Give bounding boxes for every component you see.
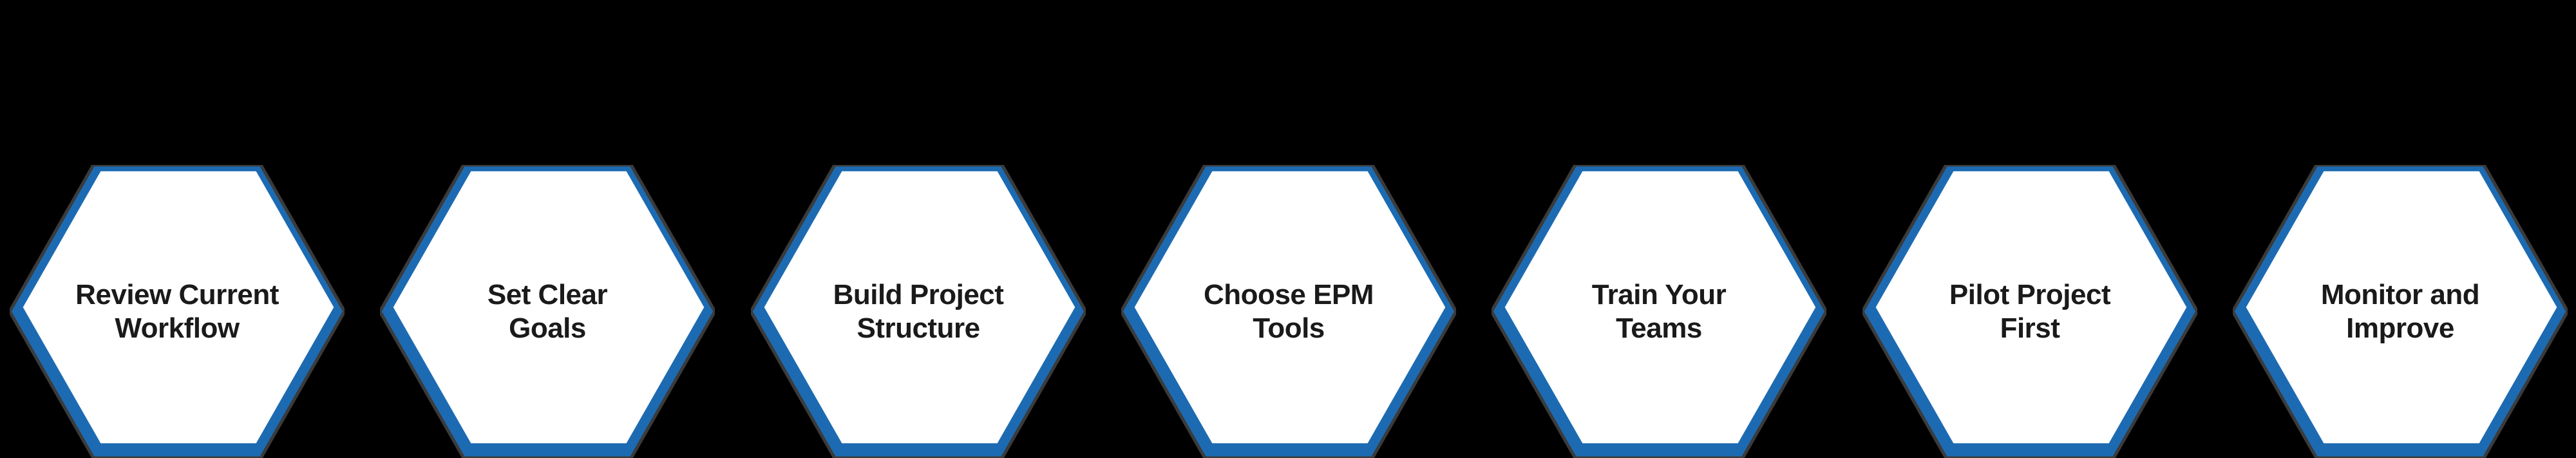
hexagon-step-2: Set Clear Goals (380, 165, 715, 458)
step-label-line: Workflow (115, 312, 240, 344)
step-label: Review Current Workflow (10, 165, 345, 458)
step-label-line: Teams (1616, 312, 1702, 344)
step-label-line: Structure (857, 312, 980, 344)
hexagon-step-7: Monitor and Improve (2233, 165, 2568, 458)
step-label-line: Pilot Project (1949, 278, 2111, 310)
step-label-line: Goals (509, 312, 586, 344)
step-label: Monitor and Improve (2233, 165, 2568, 458)
step-label-line: Tools (1253, 312, 1325, 344)
step-label-line: Review Current (75, 278, 279, 310)
hexagon-step-3: Build Project Structure (751, 165, 1086, 458)
hexagon-step-6: Pilot Project First (1862, 165, 2197, 458)
step-label-line: Build Project (833, 278, 1004, 310)
hexagon-shape (1492, 165, 1826, 458)
step-label-line: Choose EPM (1204, 278, 1374, 310)
hexagon-shape (1862, 165, 2197, 458)
step-label-line: First (2000, 312, 2060, 344)
step-label: Set Clear Goals (380, 165, 715, 458)
hexagon-step-1: Review Current Workflow (10, 165, 345, 458)
step-label-line: Train Your (1591, 278, 1727, 310)
hexagon-shape (380, 165, 715, 458)
hexagon-shape (2233, 165, 2568, 458)
step-label-line: Monitor and (2320, 278, 2480, 310)
hexagon-shape (1121, 165, 1456, 458)
hexagon-shape (10, 165, 345, 458)
hexagon-step-5: Train Your Teams (1492, 165, 1826, 458)
step-label: Train Your Teams (1492, 165, 1826, 458)
step-label-line: Improve (2346, 312, 2454, 344)
step-label: Choose EPM Tools (1121, 165, 1456, 458)
hexagon-shape (751, 165, 1086, 458)
step-label: Pilot Project First (1862, 165, 2197, 458)
step-label: Build Project Structure (751, 165, 1086, 458)
step-label-line: Set Clear (487, 278, 608, 310)
hexagon-step-4: Choose EPM Tools (1121, 165, 1456, 458)
